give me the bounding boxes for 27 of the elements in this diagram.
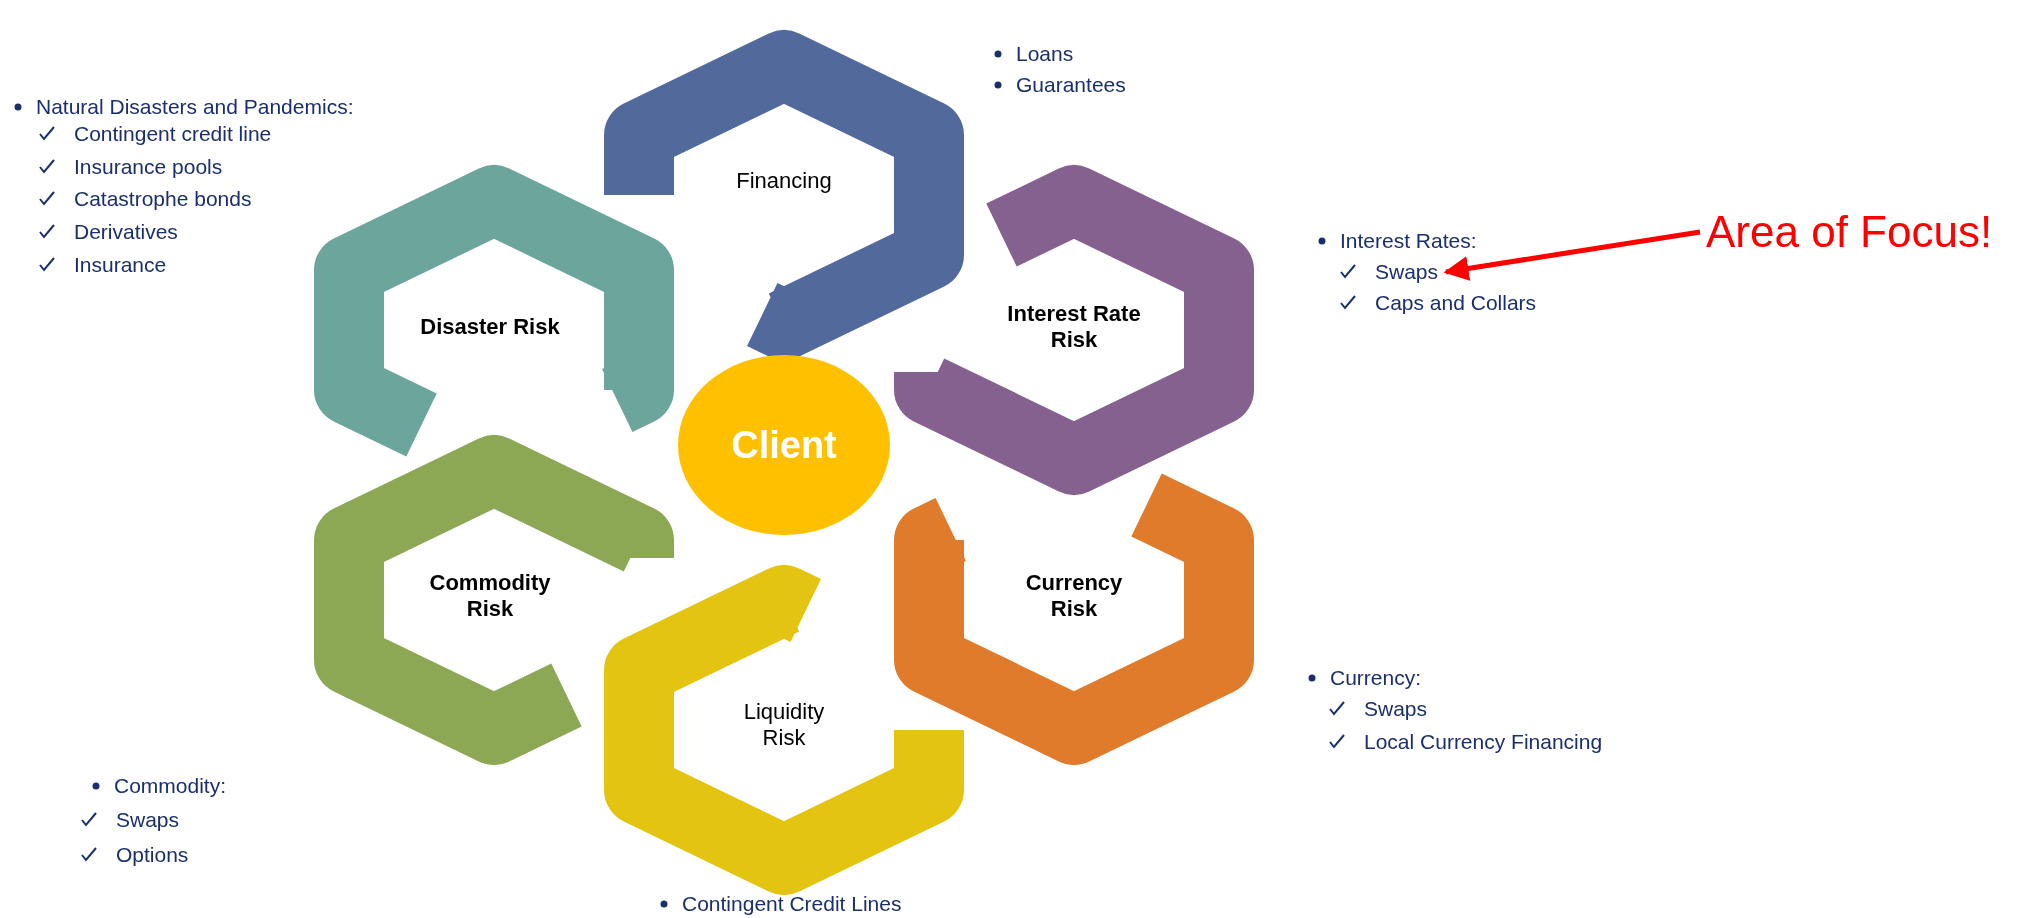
node-label: Interest Rate Risk [1006,301,1142,353]
list-item: Currency: [1330,665,1422,691]
list-item: Caps and Collars [1375,290,1537,316]
list-item: Insurance [74,252,167,278]
list-item: Derivatives [74,219,178,245]
arrow [1443,229,1701,281]
list-item: Swaps [1364,696,1428,722]
list-item: Catastrophe bonds [74,186,252,212]
list-item: Swaps [116,807,180,833]
list-item: Contingent Credit Lines [682,891,902,917]
node-label: Commodity Risk [428,570,552,622]
list-item: Natural Disasters and Pandemics: [36,94,354,120]
list-item: Commodity: [114,773,227,799]
node-label: Liquidity Risk [742,699,826,751]
node-label: Disaster Risk [419,314,561,340]
list-item: Interest Rates: [1340,228,1477,254]
list-item: Insurance pools [74,154,223,180]
list-item: Contingent credit line [74,121,272,147]
list-item: Local Currency Financing [1364,729,1603,755]
list-item: Options [116,842,189,868]
callout-text: Area of Focus! [1706,204,1993,260]
node-label: Client [731,423,837,467]
node-label: Financing [735,168,833,194]
callout-text: Swaps [1375,258,1439,285]
list-item: Loans [1016,41,1074,67]
node-label: Currency Risk [1024,570,1124,622]
list-item: Guarantees [1016,72,1126,98]
